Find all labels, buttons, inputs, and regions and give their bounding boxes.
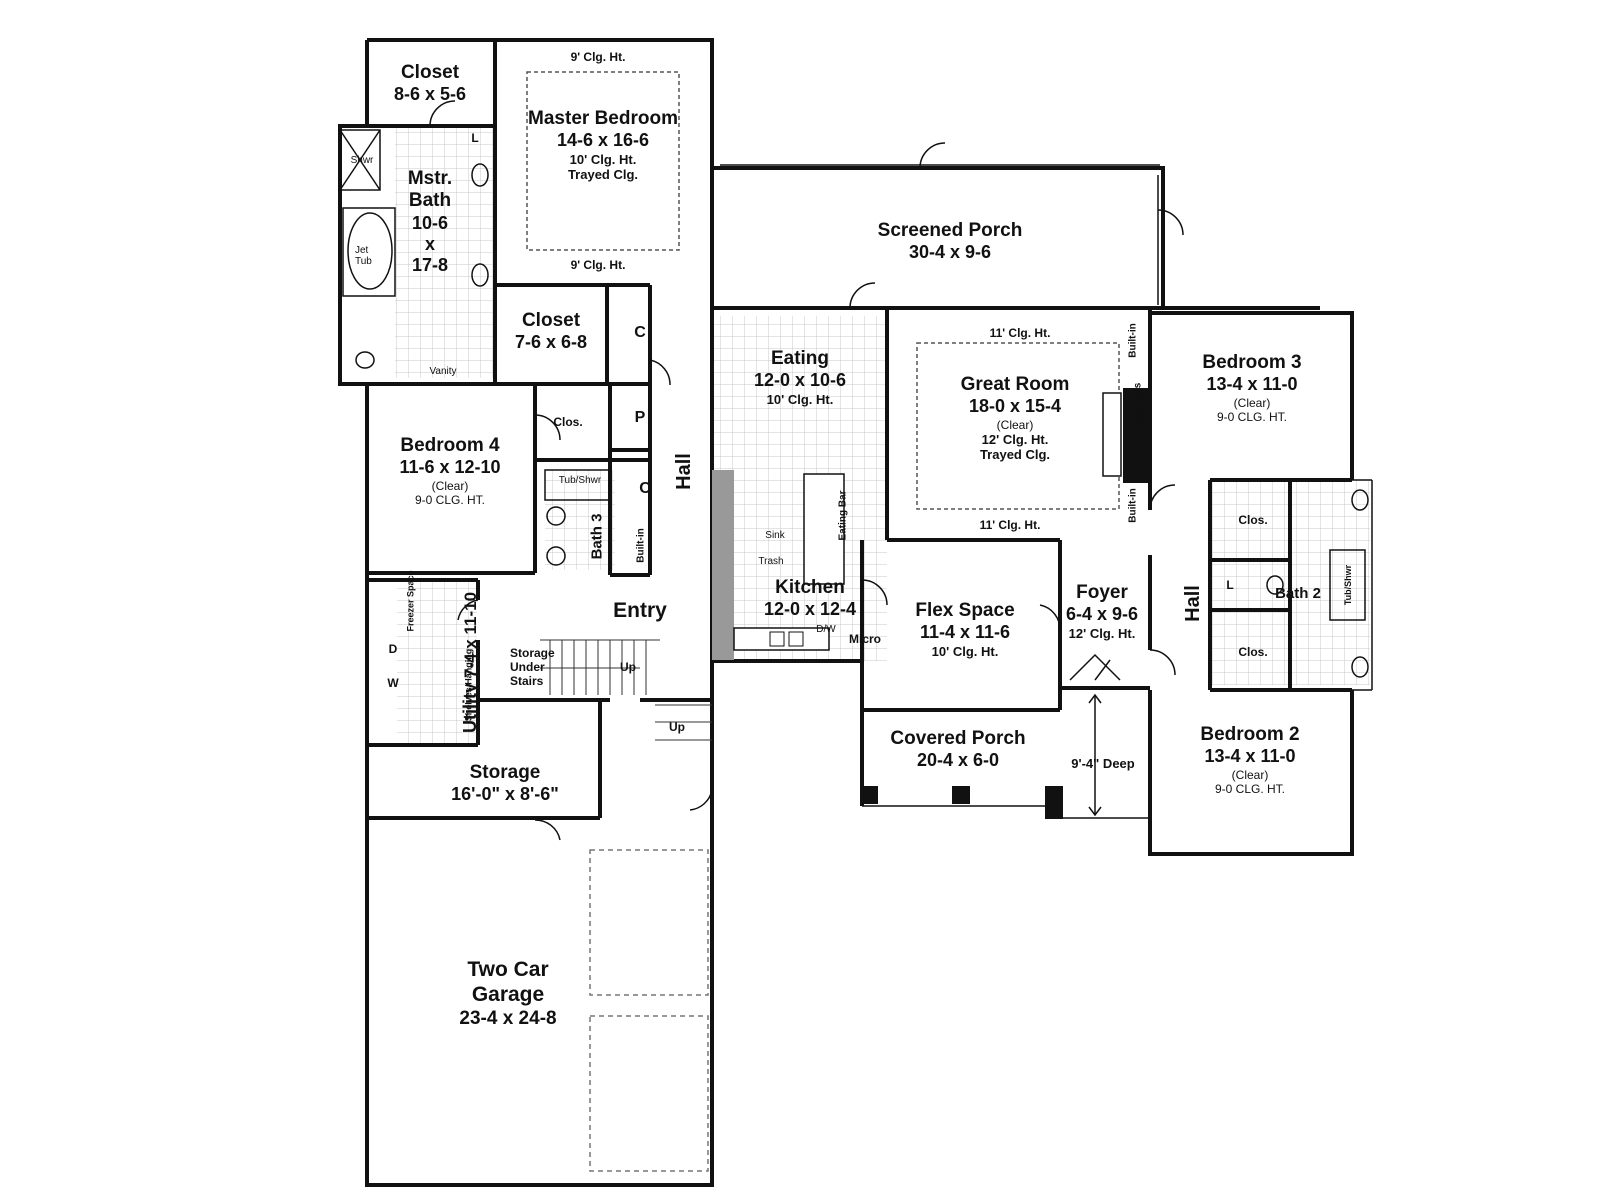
tray-ceilings [526, 71, 1120, 510]
hall-label: Hall [1181, 585, 1204, 622]
builtin-label: Built-in [1127, 488, 1139, 523]
room-entry: Entry [613, 599, 667, 622]
shelves-label: Shelves/Hanging [463, 648, 474, 722]
dishwasher-label: D/W [816, 624, 836, 635]
ceiling-height-label: 9' Clg. Ht. [570, 258, 626, 272]
trash-label: Trash [758, 556, 784, 567]
room-closet-master: Closet 8-6 x 5-6 [393, 62, 467, 105]
room-garage: Two Car Garage 23-4 x 24-8 [459, 958, 557, 1029]
hall-label: Hall [672, 453, 695, 490]
porch-depth-arrow [1088, 693, 1102, 817]
room-screened-porch: Screened Porch 30-4 x 9-6 [877, 220, 1023, 263]
room-kitchen: Kitchen 12-0 x 12-4 [763, 577, 857, 620]
room-storage: Storage 16'-0" x 8'-6" [451, 762, 559, 805]
jet-tub-label: Jet Tub [355, 245, 372, 267]
stairs-up-label: Up [620, 660, 636, 674]
tub-shower-label: Tub/Shwr [1343, 564, 1354, 606]
tub-shower-label: Tub/Shwr [558, 475, 602, 486]
vanity-label: Vanity [429, 366, 457, 377]
room-flex-space: Flex Space 11-4 x 11-6 10' Clg. Ht. [915, 600, 1015, 659]
builtin-label: Built-in [635, 528, 647, 563]
room-foyer: Foyer 6-4 x 9-6 12' Clg. Ht. [1065, 582, 1139, 641]
porch-depth-label: 9'-4" Deep [1071, 756, 1135, 771]
room-master-bedroom: Master Bedroom 14-6 x 16-6 10' Clg. Ht. … [528, 108, 678, 182]
room-bedroom-2: Bedroom 2 13-4 x 11-0 (Clear) 9-0 CLG. H… [1200, 724, 1300, 796]
room-covered-porch: Covered Porch 20-4 x 6-0 [890, 728, 1026, 771]
walls [338, 38, 1354, 1187]
shower-label: Shwr [350, 155, 374, 166]
fireplace [1102, 388, 1150, 483]
room-closet-2: Closet 7-6 x 6-8 [514, 310, 588, 353]
freezer-label: Freezer Space [405, 570, 416, 632]
microwave-label: Micro [848, 632, 882, 646]
linen-label: L [1226, 578, 1234, 592]
washer-label: W [387, 676, 399, 690]
room-bedroom-3: Bedroom 3 13-4 x 11-0 (Clear) 9-0 CLG. H… [1202, 352, 1302, 424]
fixtures [339, 129, 1369, 678]
room-bath-3: Bath 3 [588, 513, 606, 560]
garage-stalls [589, 849, 709, 1172]
storage-under-stairs-label: Storage Under Stairs [510, 646, 555, 688]
sink-label: Sink [765, 530, 785, 541]
pantry-label: P [634, 409, 646, 426]
eating-bar-label: Eating Bar [837, 490, 849, 541]
room-great-room: Great Room 18-0 x 15-4 (Clear) 12' Clg. … [960, 374, 1070, 463]
railings [720, 164, 1373, 819]
closet-label: Clos. [553, 415, 583, 429]
builtin-label: Built-in [1127, 323, 1139, 358]
closet-label: Clos. [1238, 645, 1268, 659]
room-bath-2: Bath 2 [1275, 585, 1321, 602]
closet-label: Clos. [1238, 513, 1268, 527]
porch-posts [860, 786, 1063, 819]
stairs [540, 639, 712, 741]
closet-c-label: C [634, 324, 646, 341]
ceiling-height-label: 11' Clg. Ht. [989, 326, 1051, 340]
room-bedroom-4: Bedroom 4 11-6 x 12-10 (Clear) 9-0 CLG. … [399, 435, 501, 507]
ceiling-height-label: 9' Clg. Ht. [570, 50, 626, 64]
linen-label: L [471, 131, 479, 145]
dryer-label: D [388, 642, 398, 656]
room-master-bath: Mstr. Bath 10-6 x 17-8 [407, 168, 453, 276]
gas-logs-label: Gas Logs [1132, 382, 1144, 429]
room-eating: Eating 12-0 x 10-6 10' Clg. Ht. [753, 348, 847, 407]
ceiling-height-label: 11' Clg. Ht. [979, 518, 1041, 532]
closet-c-label: C [639, 480, 651, 497]
stairs-up-label: Up [669, 720, 685, 734]
door-swings [429, 100, 1184, 841]
kitchen-counters [712, 470, 845, 660]
